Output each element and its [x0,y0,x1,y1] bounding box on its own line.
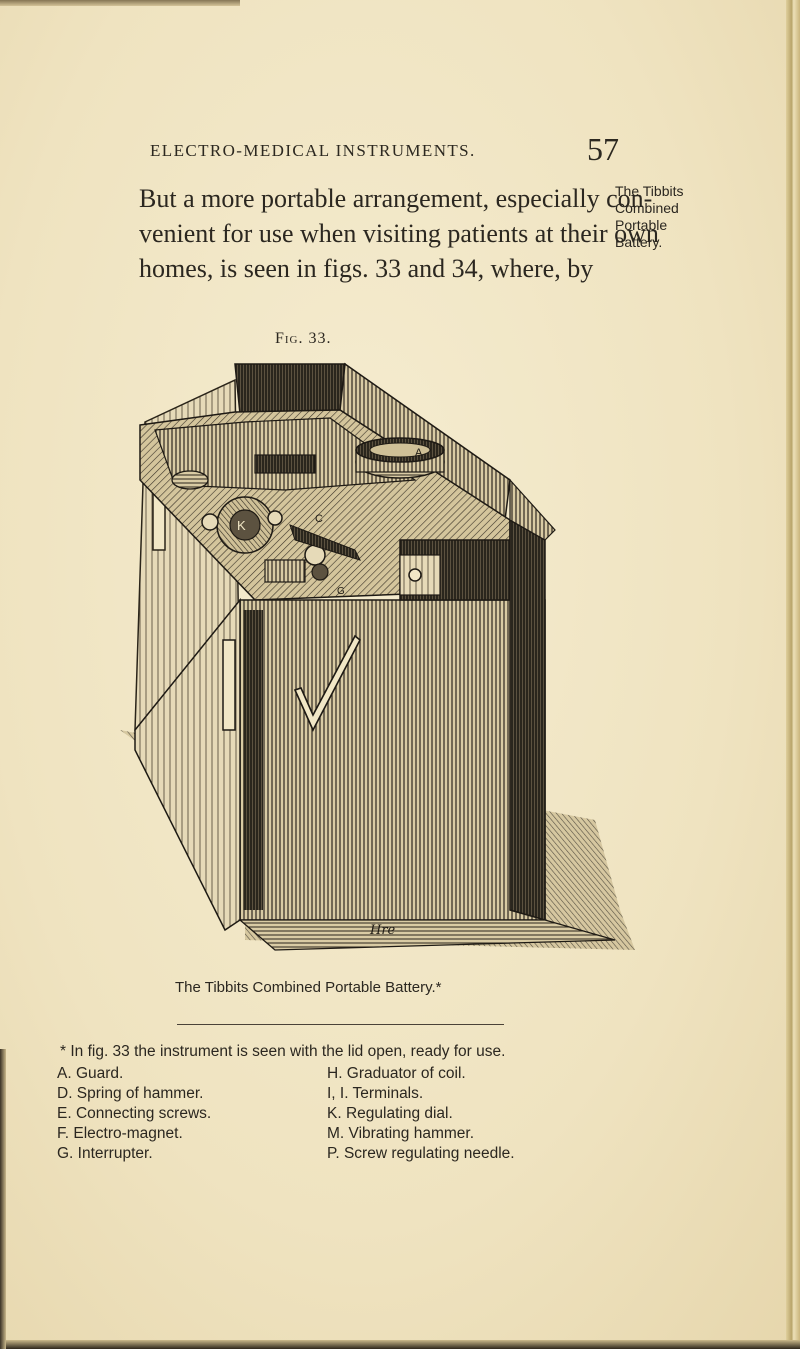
part-letter: G [337,586,345,597]
right-side-panel [509,518,546,921]
legend-column-left: A. Guard. D. Spring of hammer. E. Connec… [57,1064,211,1164]
part-letter: K [237,518,246,533]
figure-engraving: A C K G Hre [115,350,635,970]
footnote-intro: * In fig. 33 the instrument is seen with… [60,1043,506,1060]
engraver-signature: Hre [369,923,396,938]
body-line: homes, is seen in figs. 33 and 34, where… [139,254,594,283]
legend-item: E. Connecting screws. [57,1105,212,1122]
legend-item: G. Interrupter. [57,1145,153,1162]
margin-note: The Tibbits Combined Portable Battery. [615,183,715,251]
part-letter: C [315,513,323,525]
margin-note-line: Portable [615,217,668,233]
legend-item: K. Regulating dial. [327,1105,453,1122]
page-edge-right [786,0,800,1349]
part-letter: A [415,447,423,459]
legend-item: M. Vibrating hammer. [327,1125,475,1142]
lid-back-panel [234,363,346,415]
left-front-panel [134,597,241,932]
legend-item: P. Screw regulating needle. [327,1145,515,1162]
margin-note-line: Battery. [615,234,663,250]
legend-item: D. Spring of hammer. [57,1085,204,1102]
footnote-rule [177,1024,504,1025]
legend-item: F. Electro-magnet. [57,1125,183,1142]
page-number: 57 [587,131,619,167]
body-paragraph: But a more portable arrangement, especia… [139,181,659,286]
base-plinth [238,919,616,951]
page-edge-bottom [0,1340,800,1349]
margin-note-line: Combined [615,200,679,216]
page-edge-left [0,1049,6,1349]
margin-note-line: The Tibbits [615,183,684,199]
legend-item: A. Guard. [57,1065,124,1082]
figure-label: Fig. 33. [275,330,332,347]
running-head: ELECTRO-MEDICAL INSTRUMENTS. [150,141,476,160]
page-edge-top [0,0,240,6]
figure-caption: The Tibbits Combined Portable Battery.* [175,979,442,996]
front-panel [239,599,546,921]
body-line: venient for use when visiting patients a… [139,219,659,248]
legend-item: H. Graduator of coil. [327,1065,466,1082]
legend-item: I, I. Terminals. [327,1085,424,1102]
front-handle [293,634,362,732]
legend-column-right: H. Graduator of coil. I, I. Terminals. K… [327,1064,515,1164]
body-line: But a more portable arrangement, especia… [139,184,653,213]
